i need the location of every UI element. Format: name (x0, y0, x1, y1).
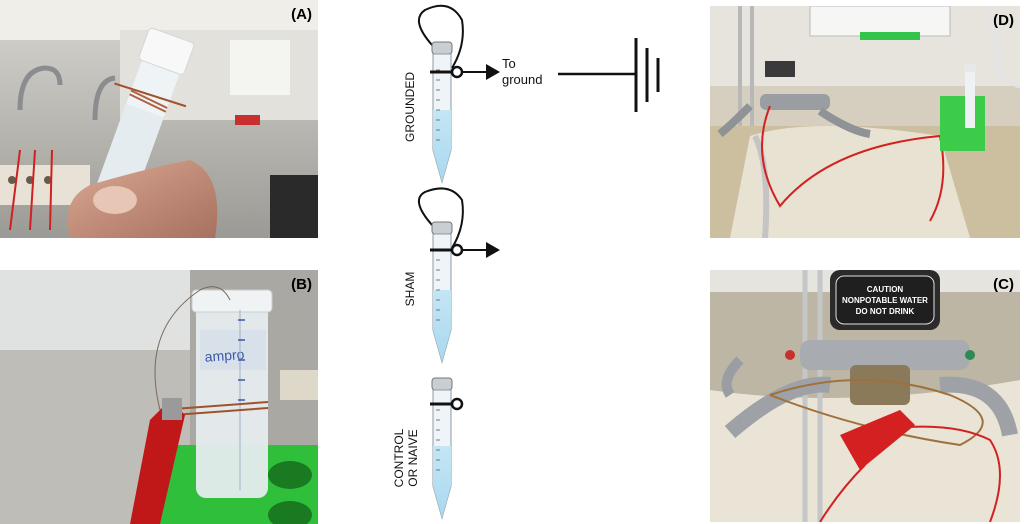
tube-sham (417, 187, 500, 364)
grounded-label: GROUNDED (403, 72, 417, 143)
photo-a-image (0, 0, 318, 238)
diagram-graphic (417, 4, 660, 520)
panel-label-a: (A) (291, 6, 312, 23)
sham-label: SHAM (403, 271, 417, 307)
photo-panel-a: (A) (0, 0, 318, 238)
to-ground-line2: ground (502, 72, 543, 87)
photo-b-image: ampro (0, 270, 318, 524)
sign-line1: CAUTION (867, 285, 904, 294)
control-label: CONTROL OR NAIVE (392, 413, 422, 503)
control-label-line1: CONTROL (392, 428, 406, 488)
tube-label-text: ampro (204, 346, 245, 365)
photo-c-image: CAUTION NONPOTABLE WATER DO NOT DRINK (710, 270, 1020, 522)
photo-panel-b: ampro (B) (0, 270, 318, 524)
ground-symbol (558, 38, 660, 112)
tube-grounded (417, 4, 500, 184)
photo-panel-d: (D) (710, 6, 1020, 238)
sign-line2: NONPOTABLE WATER (842, 296, 928, 305)
sign-line3: DO NOT DRINK (856, 307, 915, 316)
panel-label-c: (C) (993, 276, 1014, 293)
panel-label-b: (B) (291, 276, 312, 293)
to-ground-line1: To (502, 56, 516, 71)
tube-control (430, 377, 464, 520)
panel-label-d: (D) (993, 12, 1014, 29)
photo-d-image (710, 6, 1020, 238)
photo-panel-c: CAUTION NONPOTABLE WATER DO NOT DRINK (C… (710, 270, 1020, 522)
grounding-diagram: To ground GROUNDED SHAM CONTROL OR NAIVE (380, 0, 700, 524)
to-ground-label: To ground (502, 56, 542, 88)
control-label-line2: OR NAIVE (406, 429, 420, 487)
